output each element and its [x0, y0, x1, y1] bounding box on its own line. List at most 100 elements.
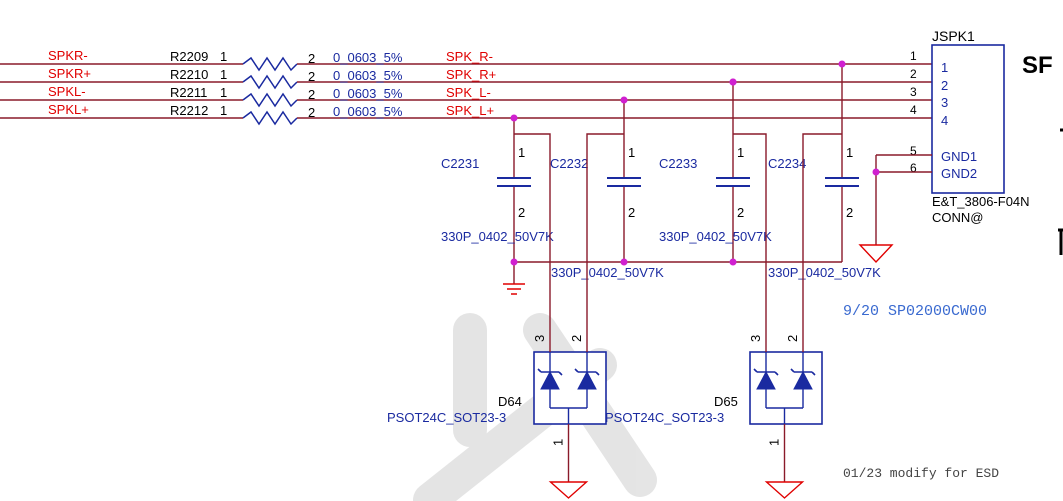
diode-pin-a: 3 [532, 335, 547, 342]
ground-symbol [858, 244, 894, 264]
resistor-symbol [242, 92, 298, 108]
connector-part: E&T_3806-F04N [932, 194, 1030, 209]
capacitor-ref: C2231 [441, 156, 479, 171]
connector-pin-number: 1 [910, 49, 917, 63]
resistor-value: 0_0603_5% [333, 86, 403, 101]
capacitor-pin1: 1 [846, 145, 853, 160]
resistor-pin1: 1 [220, 85, 227, 100]
offpage-marks [1058, 128, 1063, 255]
resistor-ref: R2212 [170, 103, 208, 118]
diode-wire [514, 133, 551, 352]
diode-ref: D64 [498, 394, 522, 409]
sheet-title-fragment: SF [1022, 52, 1053, 79]
net-out-name: SPK_L- [446, 85, 491, 100]
net-out-name: SPK_R- [446, 49, 493, 64]
junction-dot [510, 114, 518, 122]
gnd-wire [875, 154, 932, 245]
connector-jspk1: JSPK1 1 2 3 4 GND1 GND2 5 6 E&T_3806-F04… [858, 28, 1030, 264]
resistor-value: 0_0603_5% [333, 104, 403, 119]
resistor-ref: R2210 [170, 67, 208, 82]
junction-dot [510, 258, 518, 266]
ground-symbol [764, 481, 805, 499]
net-name: SPKL+ [48, 102, 89, 117]
diode-pin-a: 3 [748, 335, 763, 342]
connector-pin-label: 3 [941, 95, 948, 110]
connector-gnd2-label: GND2 [941, 166, 977, 181]
connector-option: CONN@ [932, 210, 983, 225]
net-name: SPKL- [48, 84, 86, 99]
diode-ref: D65 [714, 394, 738, 409]
connector-pin-label: 2 [941, 78, 948, 93]
capacitor-ref: C2232 [550, 156, 588, 171]
capacitor-pin1: 1 [628, 145, 635, 160]
capacitor-pin1: 1 [518, 145, 525, 160]
diode-wire [733, 133, 767, 352]
resistor-symbol [242, 74, 298, 90]
net-name: SPKR+ [48, 66, 91, 81]
connector-gnd1-label: GND1 [941, 149, 977, 164]
resistor-symbol [242, 110, 298, 126]
resistor-value: 0_0603_5% [333, 50, 403, 65]
resistor-pin1: 1 [220, 49, 227, 64]
net-name: SPKR- [48, 48, 88, 63]
esd-note: 01/23 modify for ESD [843, 466, 999, 481]
resistor-pin2: 2 [308, 105, 315, 120]
diode-pin-b: 2 [569, 335, 584, 342]
capacitor-value: 330P_0402_50V7K [659, 229, 772, 244]
diode-wire [802, 133, 842, 352]
capacitor-pin2: 2 [518, 205, 525, 220]
diode-common-lead [766, 407, 803, 424]
resistor-pin2: 2 [308, 87, 315, 102]
net-out-name: SPK_L+ [446, 103, 494, 118]
net-out-name: SPK_R+ [446, 67, 496, 82]
connector-pin-label: 4 [941, 113, 948, 128]
part-note: 9/20 SP02000CW00 [843, 303, 987, 320]
connector-gnd1-pin: 5 [910, 144, 917, 158]
connector-pin-label: 1 [941, 60, 948, 75]
capacitor-value: 330P_0402_50V7K [768, 265, 881, 280]
resistor-pin2: 2 [308, 51, 315, 66]
diode-part: PSOT24C_SOT23-3 [605, 410, 724, 425]
connector-ref: JSPK1 [932, 28, 975, 44]
junction-dot [620, 96, 628, 104]
resistor-ref: R2209 [170, 49, 208, 64]
capacitor-symbol [497, 177, 531, 187]
diode-wire [586, 133, 624, 352]
diode-pin-c: 1 [551, 439, 566, 446]
capacitor-ref: C2233 [659, 156, 697, 171]
junction-dot [729, 258, 737, 266]
diode-common-lead [550, 407, 587, 424]
junction-dot [729, 78, 737, 86]
capacitor-group: C223112C223212C223312C223412330P_0402_50… [441, 60, 881, 280]
resistor-pin1: 1 [220, 67, 227, 82]
connector-pin-number: 2 [910, 67, 917, 81]
capacitor-pin1: 1 [737, 145, 744, 160]
resistor-ref: R2211 [170, 85, 207, 100]
junction-dot [838, 60, 846, 68]
diode-pin-b: 2 [785, 335, 800, 342]
capacitor-pin2: 2 [628, 205, 635, 220]
connector-gnd2-pin: 6 [910, 161, 917, 175]
resistor-pin2: 2 [308, 69, 315, 84]
resistor-value: 0_0603_5% [333, 68, 403, 83]
connector-body [931, 44, 1005, 194]
resistor-pin1: 1 [220, 103, 227, 118]
diode-pin-c: 1 [767, 439, 782, 446]
capacitor-pin2: 2 [846, 205, 853, 220]
capacitor-symbol [607, 177, 641, 187]
capacitor-symbol [716, 177, 750, 187]
connector-pin-number: 4 [910, 103, 917, 117]
resistor-symbol [242, 56, 298, 72]
capacitor-pin2: 2 [737, 205, 744, 220]
capacitor-value: 330P_0402_50V7K [441, 229, 554, 244]
ground-symbol [503, 283, 525, 295]
capacitor-value: 330P_0402_50V7K [551, 265, 664, 280]
junction-dot [872, 168, 880, 176]
connector-pin-number: 3 [910, 85, 917, 99]
diode-part: PSOT24C_SOT23-3 [387, 410, 506, 425]
capacitor-symbol [825, 177, 859, 187]
